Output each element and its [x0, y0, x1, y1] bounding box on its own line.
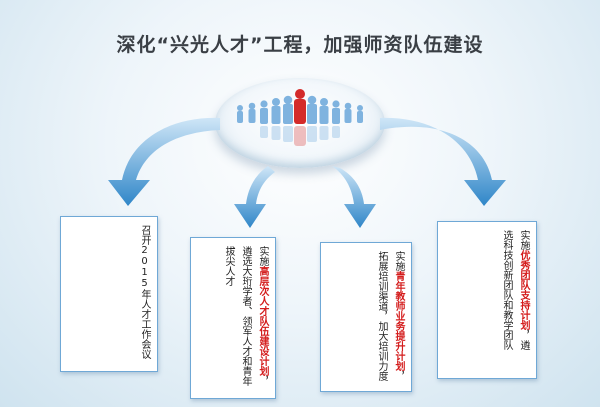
page-title: 深化“兴光人才”工程，加强师资队伍建设: [116, 34, 484, 56]
box-text: 实施青年教师业务提升计划，: [393, 251, 404, 381]
talent-hub-ellipse: [215, 78, 385, 168]
arrow-right: [380, 117, 506, 206]
box-text: 选科技创新团队和教学团队: [501, 230, 512, 350]
arrow-center-left: [234, 166, 275, 228]
box-text: 拓展培训渠道，加大培训力度: [376, 251, 387, 381]
box-text: 拔尖人才: [223, 246, 234, 286]
people-group-icon: [237, 89, 363, 146]
box-text: 召开2015年人才工作会议: [139, 225, 150, 359]
arrow-left: [108, 117, 220, 206]
box-young-teacher: 实施青年教师业务提升计划， 拓展培训渠道，加大培训力度: [320, 242, 412, 392]
box-text: 实施优秀团队支持计划，遴: [518, 230, 529, 350]
box-text: 遴选大珩学者、领军人才和青年: [240, 246, 251, 386]
arrow-center-right: [332, 166, 376, 228]
box-text: 实施高层次人才队伍建设计划，: [257, 246, 268, 386]
box-talent-meeting: 召开2015年人才工作会议: [60, 216, 158, 372]
box-excellent-team: 实施优秀团队支持计划，遴 选科技创新团队和教学团队: [437, 221, 537, 379]
box-high-level-talent: 实施高层次人才队伍建设计划， 遴选大珩学者、领军人才和青年 拔尖人才: [190, 237, 276, 399]
